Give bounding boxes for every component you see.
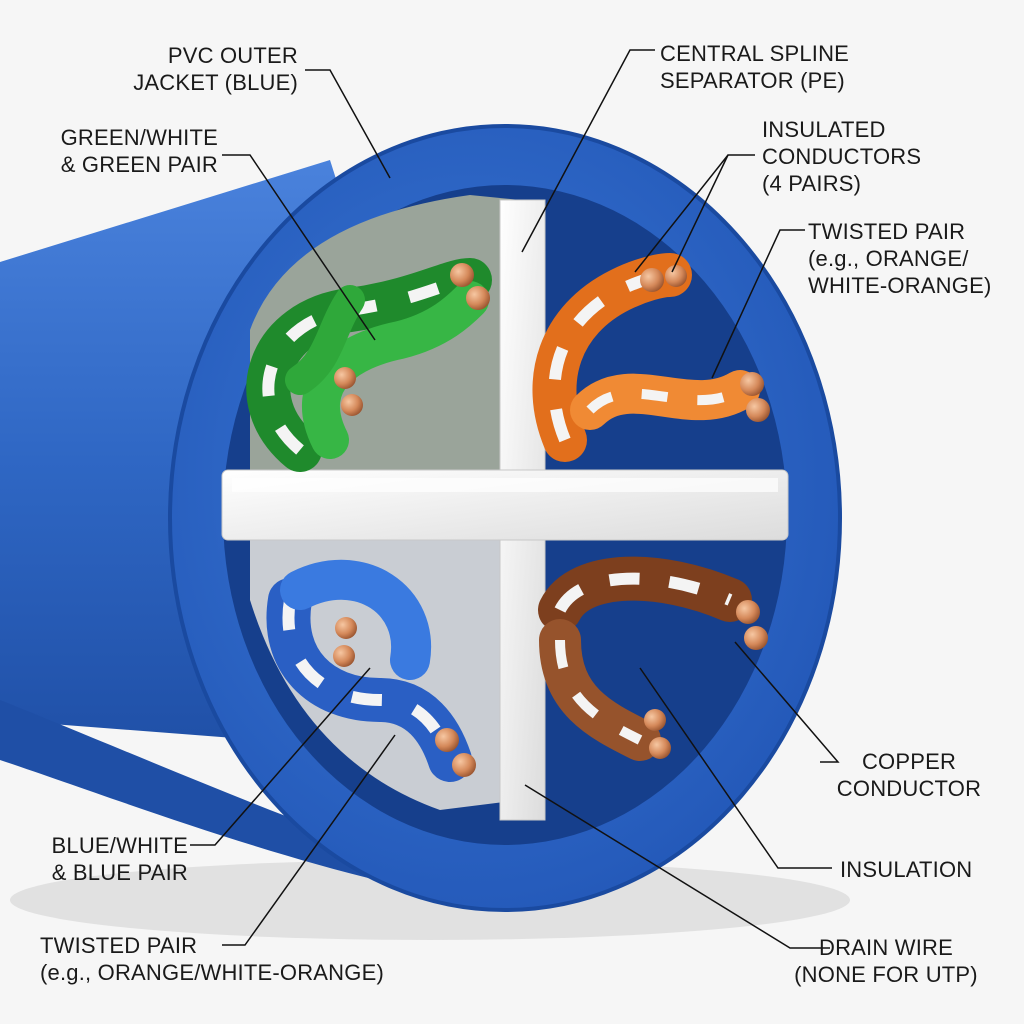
label-twisted-pair-right: TWISTED PAIR (e.g., ORANGE/ WHITE-ORANGE… bbox=[808, 218, 991, 299]
label-insulation: INSULATION bbox=[840, 856, 972, 883]
label-copper-conductor: COPPER CONDUCTOR bbox=[824, 748, 994, 802]
label-twisted-pair-left: TWISTED PAIR (e.g., ORANGE/WHITE-ORANGE) bbox=[40, 932, 384, 986]
label-pvc-jacket: PVC OUTER JACKET (BLUE) bbox=[108, 42, 298, 96]
label-green-pair: GREEN/WHITE & GREEN PAIR bbox=[30, 124, 218, 178]
label-drain-wire: DRAIN WIRE (NONE FOR UTP) bbox=[780, 934, 992, 988]
label-blue-pair: BLUE/WHITE & BLUE PAIR bbox=[20, 832, 188, 886]
label-insulated-conductors: INSULATED CONDUCTORS (4 PAIRS) bbox=[762, 116, 921, 197]
label-spline: CENTRAL SPLINE SEPARATOR (PE) bbox=[660, 40, 849, 94]
